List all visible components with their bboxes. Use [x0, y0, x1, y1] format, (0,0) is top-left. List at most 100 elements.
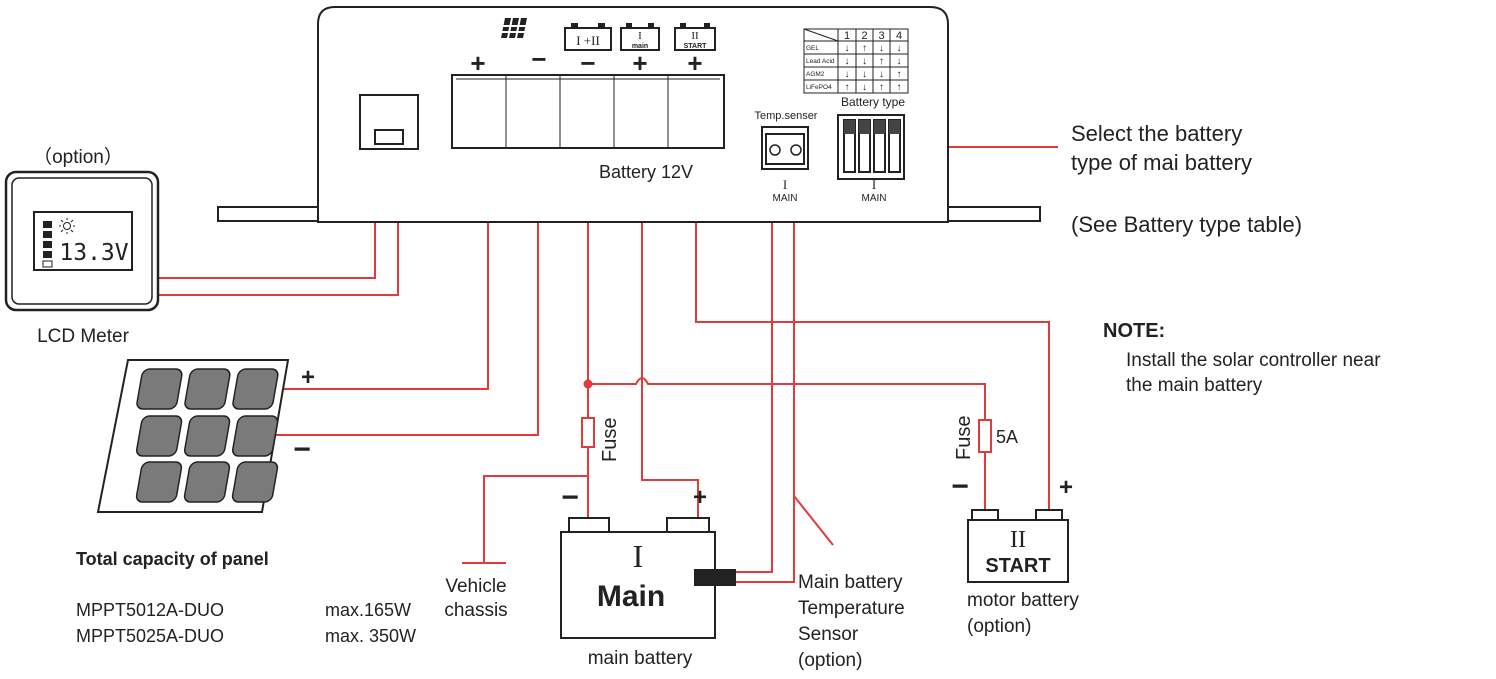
select-note-line-2: type of mai battery: [1071, 150, 1252, 175]
type-table-cell: ↑: [845, 82, 850, 93]
common-minus-sign: −: [580, 48, 595, 78]
svg-text:II: II: [691, 30, 699, 42]
temp-sensor-probe: [694, 569, 736, 586]
main-battery-terminal-pos: [666, 517, 710, 533]
type-table-col-1: 1: [844, 30, 850, 42]
panel-plus-sign: +: [301, 364, 315, 391]
svg-text:main: main: [632, 43, 648, 50]
note-line-1: Install the solar controller near: [1126, 350, 1381, 371]
temp-pin-1: [769, 144, 781, 156]
lcd-option-label: （option）: [33, 146, 123, 168]
svg-text:I +II: I +II: [576, 33, 600, 48]
chassis-label-2: chassis: [444, 600, 507, 621]
type-table-row-label: LiFePO4: [806, 84, 832, 91]
pv-plus-sign: +: [470, 48, 485, 78]
dip-switch[interactable]: [837, 114, 905, 180]
type-table-col-4: 4: [896, 30, 902, 42]
wire-minus-bus: [588, 377, 986, 420]
type-table-cell: ↑: [879, 56, 884, 67]
sensor-note-line-3: Sensor: [798, 624, 859, 645]
temp-sensor-sub: MAIN: [773, 193, 798, 204]
battery-type-label: Battery type: [841, 95, 905, 109]
lcd-reading: 13.3V: [59, 240, 128, 266]
wire-pv-minus: [262, 148, 539, 436]
wires: [158, 142, 1058, 583]
sensor-note-line-2: Temperature: [798, 598, 905, 619]
type-table-row-label: AGM2: [806, 71, 825, 78]
battery-icon-main: I main: [620, 23, 660, 51]
junction-dot: [583, 379, 593, 389]
terminal-block: [451, 74, 725, 149]
battery-icon-start: II START: [674, 23, 716, 51]
battery-12v-label: Battery 12V: [599, 162, 693, 182]
start-battery-caption-1: motor battery: [967, 590, 1079, 611]
start-battery-numeral: II: [1010, 527, 1026, 553]
main-battery-plus: +: [693, 484, 707, 511]
solar-panel: + − Total capacity of panel MPPT5012A-DU…: [76, 359, 416, 646]
chassis-label-1: Vehicle: [445, 576, 506, 597]
pv-minus-sign: −: [531, 44, 546, 74]
main-battery-minus: −: [561, 481, 579, 514]
temp-sensor-label: Temp.senser: [755, 110, 818, 122]
type-table-cell: ↑: [897, 69, 902, 80]
lcd-meter: （option） 13.3V LCD Meter: [4, 146, 160, 347]
type-table-cell: ↓: [862, 82, 867, 93]
lcd-level-bars: [42, 221, 53, 268]
type-table-col-2: 2: [861, 30, 867, 42]
note-line-2: the main battery: [1126, 375, 1263, 396]
battery-icon-common: I +II: [564, 23, 612, 51]
wire-chassis: [483, 475, 588, 562]
type-table-cell: ↓: [897, 56, 902, 67]
fuse-start-label: Fuse: [953, 416, 975, 460]
start-battery-plus: +: [1059, 474, 1073, 501]
main-plus-sign: +: [632, 48, 647, 78]
mount-flange-left: [217, 206, 319, 222]
panel-max-1: max.165W: [325, 600, 411, 620]
wire-start-plus: [695, 148, 1050, 512]
start-battery-caption-2: (option): [967, 616, 1031, 637]
note-title: NOTE:: [1103, 320, 1165, 342]
start-plus-sign: +: [687, 48, 702, 78]
mount-flange-right: [947, 206, 1041, 222]
type-table-cell: ↓: [897, 43, 902, 54]
start-battery: − + II START motor battery (option): [951, 470, 1079, 637]
solar-icon: [498, 18, 530, 38]
panel-model-1: MPPT5012A-DUO: [76, 600, 224, 620]
fuse-start: [978, 419, 992, 453]
type-table-cell: ↓: [845, 56, 850, 67]
fuse-main-label: Fuse: [599, 418, 621, 462]
select-note-line-1: Select the battery: [1071, 121, 1242, 146]
main-battery-name: Main: [597, 580, 665, 613]
type-table-cell: ↓: [879, 69, 884, 80]
type-table-cell: ↓: [845, 43, 850, 54]
main-battery-terminal-neg: [568, 517, 610, 533]
sun-icon: [59, 218, 75, 234]
panel-max-2: max. 350W: [325, 626, 416, 646]
type-table-row-label: GEL: [806, 45, 819, 52]
svg-text:I: I: [872, 177, 876, 192]
select-note-see: (See Battery type table): [1071, 212, 1302, 237]
wire-main-plus: [641, 148, 699, 518]
type-table-cell: ↑: [897, 82, 902, 93]
type-table-cell: ↑: [862, 43, 867, 54]
start-battery-name: START: [985, 555, 1050, 577]
wire-sensor-leader: [793, 495, 834, 546]
svg-text:START: START: [684, 43, 708, 50]
main-battery-caption: main battery: [588, 648, 693, 669]
dip-sub: MAIN: [862, 193, 887, 204]
wire-pv-plus: [268, 148, 489, 390]
type-table-row-label: Lead Acid: [806, 58, 835, 65]
start-battery-body: [967, 519, 1069, 583]
svg-text:I: I: [638, 30, 642, 42]
sensor-note-line-4: (option): [798, 650, 862, 671]
svg-text:I: I: [783, 177, 787, 192]
controller: + − I +II − I main + II START + Battery …: [217, 6, 1041, 223]
temp-pin-2: [790, 144, 802, 156]
type-table-cell: ↓: [862, 69, 867, 80]
wire-temp-2: [736, 170, 795, 583]
solar-cells: [135, 368, 279, 503]
type-table-col-3: 3: [878, 30, 884, 42]
main-battery: − + I Main main battery: [560, 481, 736, 669]
